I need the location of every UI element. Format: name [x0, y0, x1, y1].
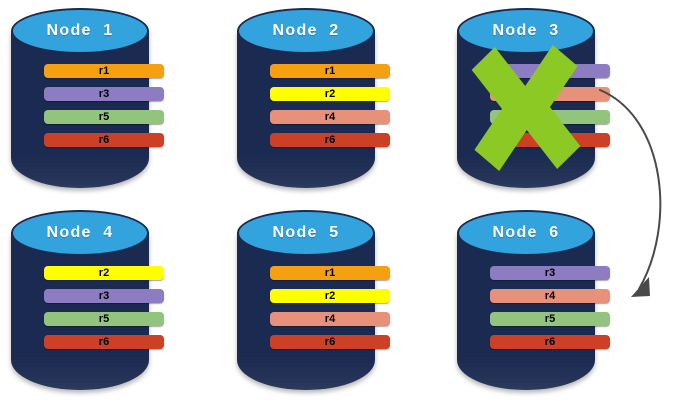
replica-row[interactable]: r5	[490, 312, 610, 326]
replica-row[interactable]: r3	[490, 64, 610, 78]
replica-row[interactable]: r6	[270, 133, 390, 147]
replica-row[interactable]: r2	[270, 87, 390, 101]
replica-row[interactable]: r4	[490, 289, 610, 303]
node-1-label: Node 1	[46, 22, 114, 39]
node-6[interactable]: Node 6 r3 r4 r5 r6	[457, 210, 610, 390]
node-4-bottom-shading	[11, 356, 149, 390]
node-4-replica-list: r2 r3 r5 r6	[44, 266, 164, 349]
replica-row[interactable]: r1	[44, 64, 164, 78]
node-6-top-disc	[457, 210, 595, 256]
replica-row[interactable]: r5	[44, 312, 164, 326]
node-5-label: Node 5	[272, 224, 340, 241]
node-4-top-disc	[11, 210, 149, 256]
replica-row[interactable]: r5	[44, 110, 164, 124]
node-6-replica-list: r3 r4 r5 r6	[490, 266, 610, 349]
node-2-bottom-shading	[237, 154, 375, 188]
node-3-label: Node 3	[492, 22, 560, 39]
node-6-bottom-shading	[457, 356, 595, 390]
replica-row[interactable]: r2	[44, 266, 164, 280]
replica-row[interactable]: r5	[490, 110, 610, 124]
node-3-replica-list: r3 r4 r5 r6	[490, 64, 610, 147]
node-6-label: Node 6	[492, 224, 560, 241]
replica-row[interactable]: r1	[270, 64, 390, 78]
replica-row[interactable]: r3	[490, 266, 610, 280]
node-1-bottom-shading	[11, 154, 149, 188]
replica-row[interactable]: r6	[270, 335, 390, 349]
node-5-replica-list: r1 r2 r4 r6	[270, 266, 390, 349]
node-4-label: Node 4	[46, 224, 114, 241]
node-2-label: Node 2	[272, 22, 340, 39]
replica-row[interactable]: r6	[44, 133, 164, 147]
replica-row[interactable]: r3	[44, 87, 164, 101]
node-1-replica-list: r1 r3 r5 r6	[44, 64, 164, 147]
replica-row[interactable]: r4	[490, 87, 610, 101]
node-2-top-disc	[237, 8, 375, 54]
node-3[interactable]: Node 3 r3 r4 r5 r6	[457, 8, 610, 188]
replica-row[interactable]: r6	[44, 335, 164, 349]
node-2-replica-list: r1 r2 r4 r6	[270, 64, 390, 147]
node-1-top-disc	[11, 8, 149, 54]
node-4[interactable]: Node 4 r2 r3 r5 r6	[11, 210, 164, 390]
node-5-top-disc	[237, 210, 375, 256]
replica-row[interactable]: r4	[270, 110, 390, 124]
replica-row[interactable]: r4	[270, 312, 390, 326]
replica-row[interactable]: r3	[44, 289, 164, 303]
replica-row[interactable]: r6	[490, 133, 610, 147]
replica-row[interactable]: r1	[270, 266, 390, 280]
replica-row[interactable]: r6	[490, 335, 610, 349]
node-3-bottom-shading	[457, 154, 595, 188]
node-5[interactable]: Node 5 r1 r2 r4 r6	[237, 210, 390, 390]
node-2[interactable]: Node 2 r1 r2 r4 r6	[237, 8, 390, 188]
node-1[interactable]: Node 1 r1 r3 r5 r6	[11, 8, 164, 188]
node-5-bottom-shading	[237, 356, 375, 390]
replica-row[interactable]: r2	[270, 289, 390, 303]
